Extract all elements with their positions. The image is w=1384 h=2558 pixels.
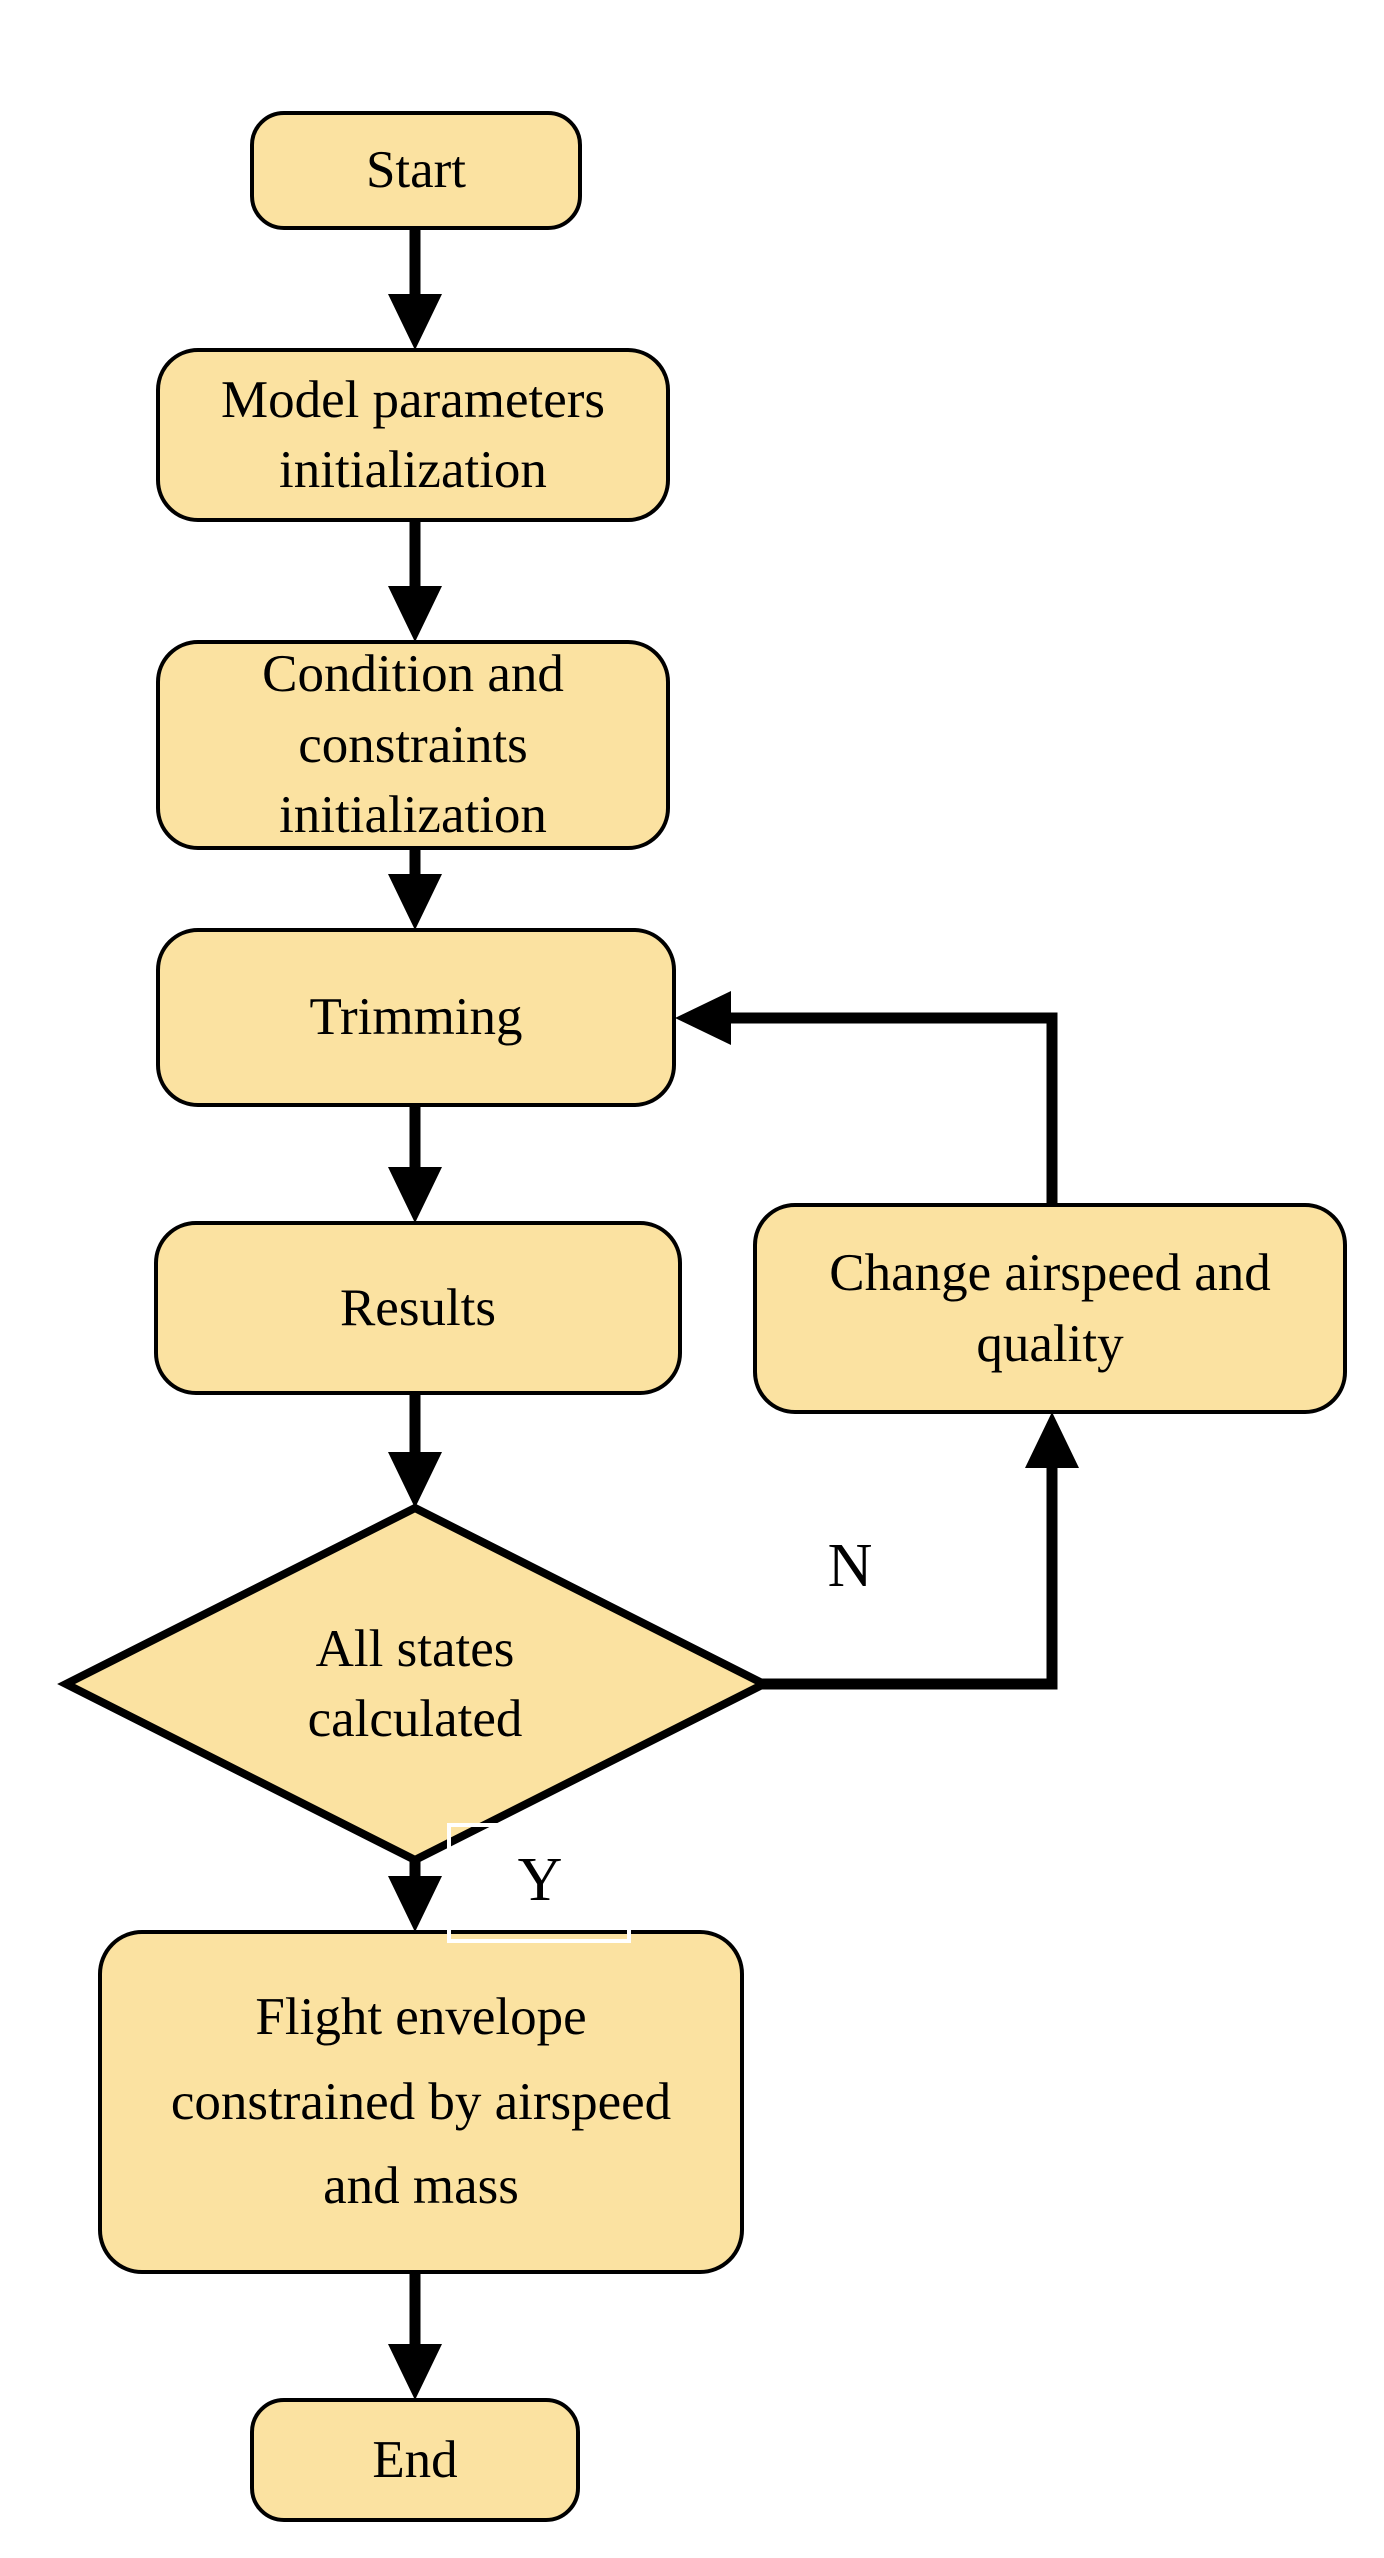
arrowhead-flight-to-end (388, 2344, 442, 2400)
trimming-node-shape (156, 928, 676, 1107)
arrowhead-condition-to-trimming (388, 874, 442, 930)
arrowhead-model-to-condition (388, 586, 442, 642)
arrowhead-decision-to-change (1025, 1412, 1079, 1468)
results-label: Results (339, 1278, 497, 1337)
branch-label-yes: Y (517, 1845, 563, 1914)
condition-constraints-label: Condition and constraints initialization (262, 645, 564, 845)
end-label: End (372, 2430, 458, 2489)
change-airspeed-label: Change airspeed and quality (829, 1244, 1271, 1373)
flight-envelope-node-shape (98, 1930, 744, 2274)
all-states-decision-label: All states calculated (307, 1619, 523, 1748)
results-node-shape (154, 1221, 682, 1395)
flight-envelope-label: Flight envelope constrained by airspeed … (170, 1987, 672, 2216)
arrowhead-results-to-decision (388, 1452, 442, 1508)
arrow-change-to-trimming (731, 1012, 1058, 1205)
trimming-label: Trimming (309, 988, 523, 1047)
arrowhead-decision-to-flight (388, 1876, 442, 1932)
selection-artifact-rect (447, 1823, 631, 1943)
arrowhead-trimming-to-results (388, 1167, 442, 1223)
model-params-node-shape (156, 348, 670, 522)
arrowhead-start-to-model (388, 294, 442, 350)
node-shapes (57, 111, 1347, 2522)
arrowhead-change-to-trimming (675, 991, 731, 1045)
change-airspeed-node-shape (753, 1203, 1347, 1414)
connectors (388, 228, 1079, 2400)
arrow-decision-to-change (758, 1468, 1058, 1690)
end-node-shape (250, 2398, 580, 2522)
condition-constraints-node-shape (156, 640, 670, 850)
all-states-decision-shape (57, 1503, 773, 1865)
model-params-label: Model parameters initialization (220, 370, 606, 499)
start-node-shape (250, 111, 582, 230)
start-label: Start (365, 141, 467, 200)
branch-label-no: N (827, 1531, 873, 1600)
